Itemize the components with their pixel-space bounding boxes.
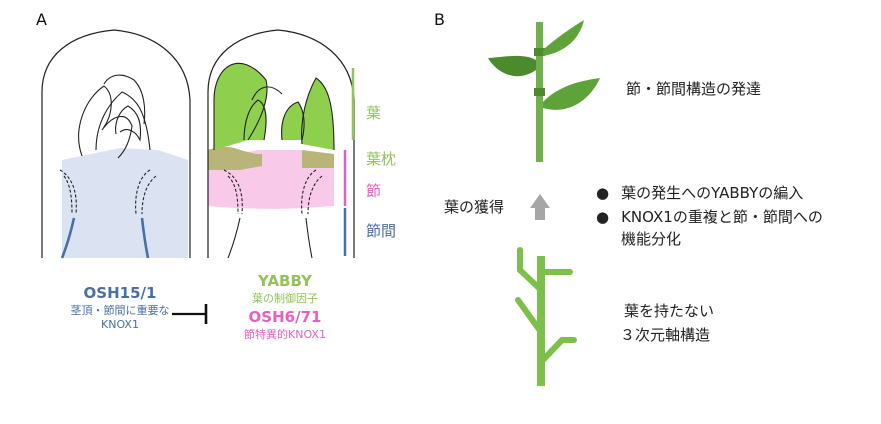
yabby-osh6-block: YABBY 葉の制御因子 OSH6/71 節特異的KNOX1 — [210, 272, 360, 342]
osh6-label: OSH6/71 — [248, 308, 322, 326]
leafy-shoot — [488, 20, 600, 162]
osh15-desc-2: KNOX1 — [101, 318, 139, 331]
bullet-1-text: 葉の発生へのYABBYの編入 — [621, 184, 804, 202]
panel-label-a: A — [36, 10, 47, 29]
bullet-2-cont: 機能分化 — [621, 230, 682, 248]
up-arrow — [530, 194, 550, 220]
left-apex-diagram — [41, 29, 191, 259]
osh15-desc-1: 茎頂・節間に重要な — [70, 304, 170, 317]
bullet-2-text: KNOX1の重複と節・節間への — [621, 208, 823, 226]
label-internode: 節間 — [366, 222, 397, 240]
bullet-2-dot: ● — [596, 208, 610, 226]
bottom-line-2: ３次元軸構造 — [620, 326, 711, 344]
shoot-apex-diagrams — [41, 29, 355, 259]
yabby-desc: 葉の制御因子 — [252, 292, 318, 305]
label-pulvinus: 葉枕 — [366, 150, 397, 168]
bullet-1-dot: ● — [596, 184, 610, 202]
bullet-1: ● 葉の発生へのYABBYの編入 — [596, 182, 803, 203]
osh15-block: OSH15/1 茎頂・節間に重要な KNOX1 — [40, 284, 200, 331]
bottom-line-1: 葉を持たない — [624, 302, 715, 320]
leafless-shoot — [515, 247, 577, 386]
yabby-label: YABBY — [258, 272, 312, 290]
label-leaf: 葉 — [366, 104, 382, 122]
osh6-desc: 節特異的KNOX1 — [244, 328, 326, 341]
top-caption: 節・節間構造の発達 — [626, 80, 762, 98]
right-apex-diagram — [207, 29, 355, 259]
inhibition-arrow — [172, 304, 208, 324]
plant-diagrams — [488, 20, 600, 386]
bullet-2: ● KNOX1の重複と節・節間への — [596, 206, 823, 227]
arrow-label: 葉の獲得 — [444, 198, 505, 216]
panel-label-b: B — [434, 10, 445, 29]
osh15-label: OSH15/1 — [83, 284, 157, 302]
label-node: 節 — [366, 182, 382, 200]
